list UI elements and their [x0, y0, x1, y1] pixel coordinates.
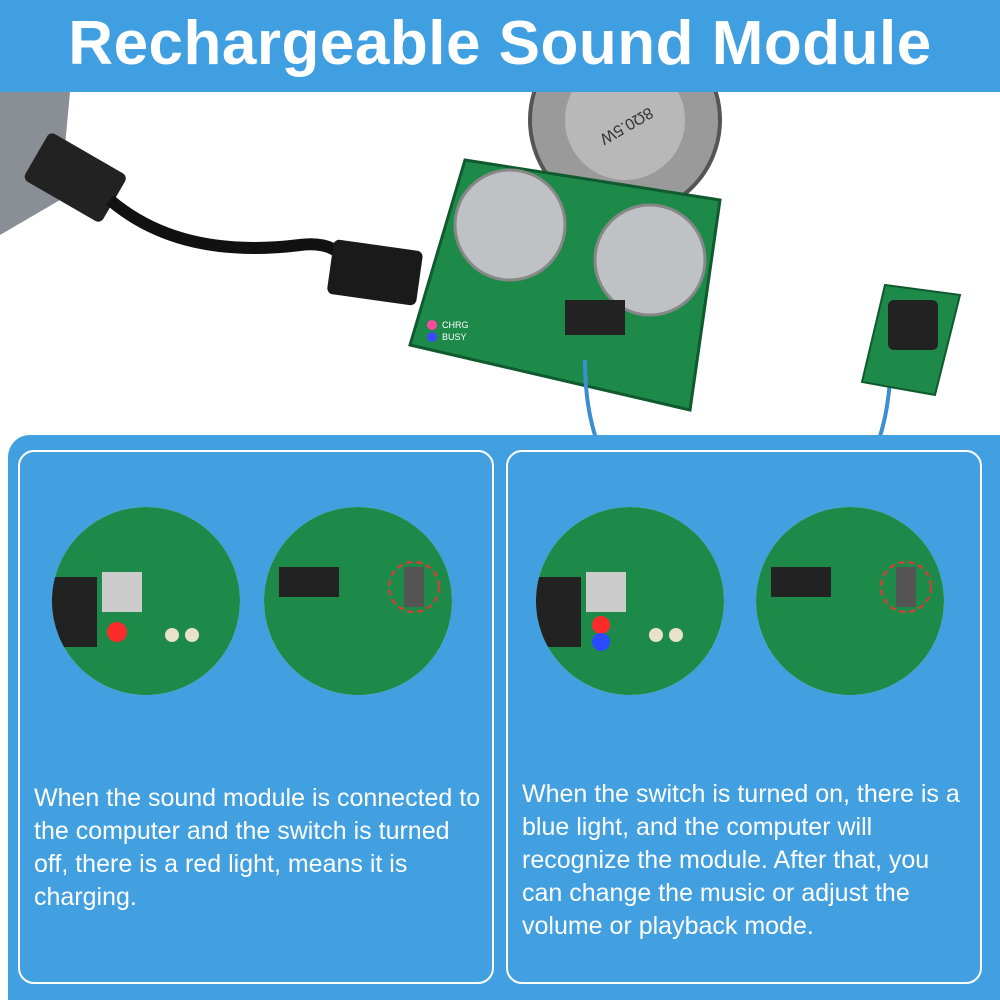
- panel-charging: When the sound module is connected to th…: [18, 450, 494, 984]
- title-banner: Rechargeable Sound Module: [0, 0, 1000, 92]
- panel-switch-on: When the switch is turned on, there is a…: [506, 450, 982, 984]
- label-chrg: CHRG: [442, 320, 469, 330]
- panel-description: When the switch is turned on, there is a…: [522, 780, 960, 940]
- closeup-led: [52, 507, 240, 695]
- switch-highlight-icon: [880, 561, 932, 613]
- led-blue: [427, 332, 437, 342]
- chip: [565, 300, 625, 335]
- closeup-switch-on: [756, 507, 944, 695]
- label-busy: BUSY: [442, 332, 467, 342]
- led-red: [427, 320, 437, 330]
- red-led-icon: [592, 616, 610, 634]
- usb-plug: [24, 133, 126, 222]
- micro-usb-plug: [327, 239, 423, 306]
- usb-cable: [106, 195, 356, 273]
- product-photo: 8Ω0.5W CHRG BUSY: [0, 92, 962, 437]
- coin-cell-2: [593, 203, 707, 317]
- panel-description: When the sound module is connected to th…: [34, 784, 481, 911]
- red-led-icon: [107, 622, 127, 642]
- switch-highlight-icon: [388, 561, 440, 613]
- closeup-switch-off: [264, 507, 452, 695]
- coin-cell-1: [453, 168, 567, 282]
- closeup-leds: [536, 507, 724, 695]
- blue-led-icon: [592, 633, 610, 651]
- page-title: Rechargeable Sound Module: [68, 9, 932, 78]
- push-button: [888, 300, 938, 350]
